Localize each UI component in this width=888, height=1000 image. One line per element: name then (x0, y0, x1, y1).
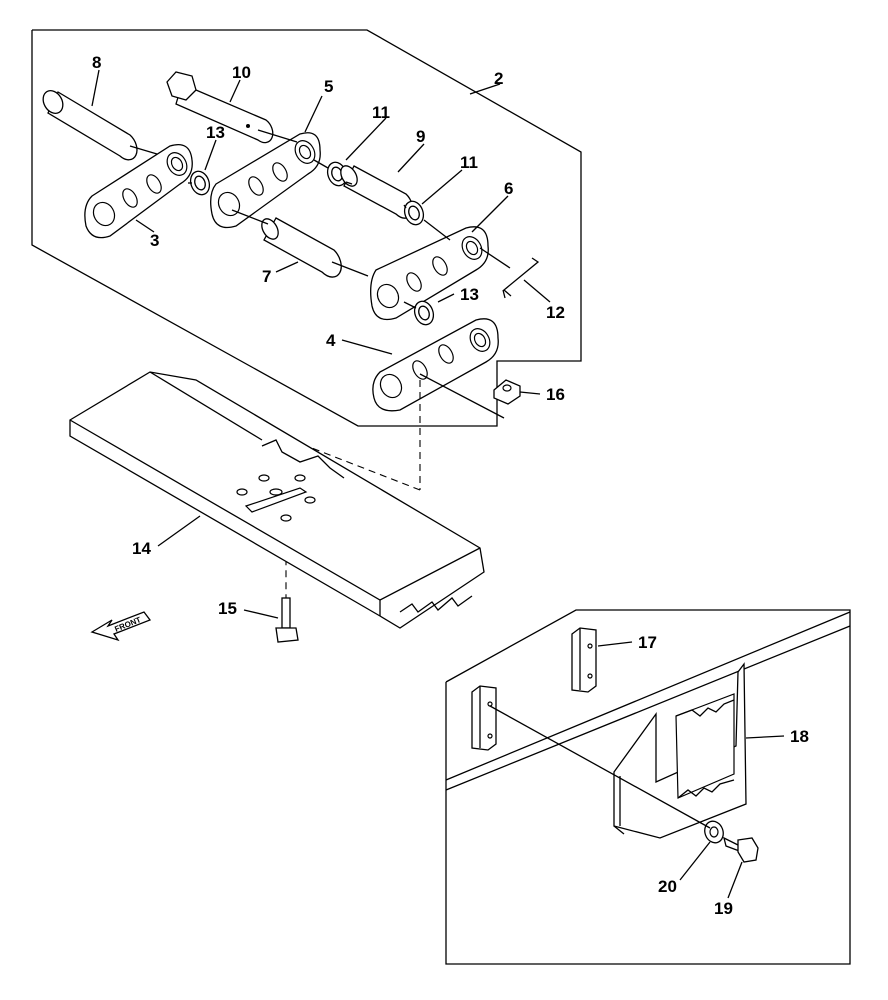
label-20: 20 (658, 877, 677, 896)
shim-block-left (471, 685, 497, 751)
front-arrow: FRONT (90, 611, 152, 642)
label-16: 16 (546, 385, 565, 404)
label-7: 7 (262, 267, 271, 286)
retainer-12 (502, 257, 540, 299)
inset-frame (445, 609, 851, 965)
label-8: 8 (92, 53, 101, 72)
shim-block-17 (571, 627, 597, 693)
label-4: 4 (326, 331, 336, 350)
link-3 (84, 143, 193, 239)
label-13-bottom: 13 (460, 285, 479, 304)
label-9: 9 (416, 127, 425, 146)
label-5: 5 (324, 77, 333, 96)
pin-8 (42, 90, 138, 161)
washer-20 (704, 820, 724, 844)
nut-16 (493, 379, 521, 405)
label-2: 2 (494, 69, 503, 88)
label-11-mid: 11 (460, 153, 478, 172)
label-11-top: 11 (372, 103, 390, 122)
guard-18 (613, 662, 747, 839)
assembly-group-outline (31, 29, 582, 427)
label-12: 12 (546, 303, 565, 322)
assembly-lines (129, 129, 511, 419)
label-6: 6 (504, 179, 513, 198)
seal-11-right (403, 200, 425, 226)
label-10: 10 (232, 63, 251, 82)
label-17: 17 (638, 633, 657, 652)
label-3: 3 (150, 231, 159, 250)
link-6 (370, 226, 489, 321)
shoe-plate-14 (69, 371, 485, 629)
label-13-top: 13 (206, 123, 225, 142)
label-18: 18 (790, 727, 809, 746)
seal-13-upper (189, 170, 211, 196)
bolt-19 (723, 836, 759, 863)
bushing-7 (261, 217, 342, 278)
label-15: 15 (218, 599, 237, 618)
pin-10 (166, 71, 274, 144)
bushing-9 (340, 165, 414, 219)
bolt-15 (275, 597, 299, 643)
link-4 (372, 318, 499, 412)
label-19: 19 (714, 899, 733, 918)
link-5 (210, 132, 321, 229)
seal-13-lower (413, 300, 435, 326)
assembly-line-inset (489, 705, 711, 829)
leader-lines (91, 69, 785, 899)
label-14: 14 (132, 539, 151, 558)
